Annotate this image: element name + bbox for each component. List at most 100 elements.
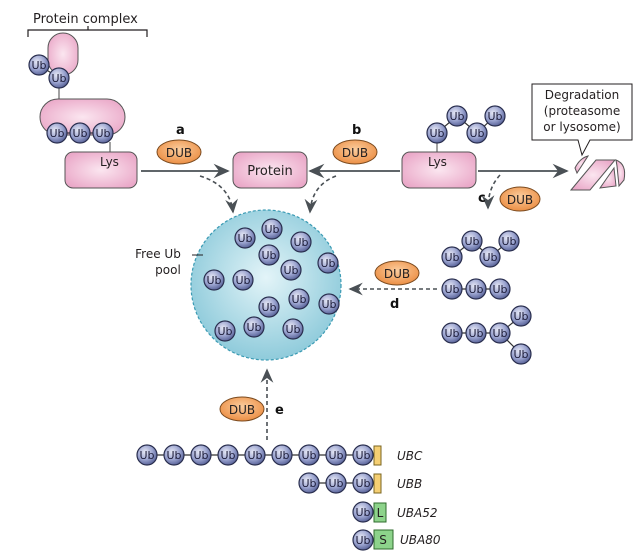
free-pool-label-1: Free Ub: [135, 247, 181, 261]
svg-text:Ub: Ub: [492, 283, 507, 296]
ub-branched-chain: Ub: [498, 230, 520, 252]
svg-text:Ub: Ub: [513, 310, 528, 323]
gene-ubiquitin-ubb: Ub: [352, 472, 374, 494]
ubiquitin: Ub: [510, 343, 532, 365]
degradation-label-2: (proteasome: [544, 104, 620, 118]
svg-text:Ub: Ub: [355, 534, 370, 547]
dashed-arrow-b: [304, 175, 337, 214]
svg-text:Ub: Ub: [261, 301, 276, 314]
uba80-tail: S: [373, 529, 394, 550]
svg-text:Ub: Ub: [217, 325, 232, 338]
ub-substrate-chain: Ub: [484, 105, 506, 127]
svg-text:Ub: Ub: [285, 323, 300, 336]
ub-complex-bottom: Ub: [46, 122, 68, 144]
step-label-c: c: [478, 191, 486, 206]
ub-substrate-chain: Ub: [466, 122, 488, 144]
svg-text:Ub: Ub: [444, 283, 459, 296]
dub-e: DUB: [219, 396, 265, 422]
svg-text:Ub: Ub: [95, 127, 110, 140]
free-ubiquitin: Ub: [258, 244, 280, 266]
ub-branched-chain: Ub: [461, 230, 483, 252]
svg-text:Ub: Ub: [261, 249, 276, 262]
free-ubiquitin: Ub: [214, 320, 236, 342]
ub-branched-chain: Ub: [441, 246, 463, 268]
free-ubiquitin: Ub: [243, 316, 265, 338]
svg-text:Ub: Ub: [283, 264, 298, 277]
gene-ubiquitin-ubc: Ub: [271, 444, 293, 466]
svg-text:Ub: Ub: [301, 477, 316, 490]
step-label-a: a: [176, 123, 185, 138]
svg-text:Ub: Ub: [355, 477, 370, 490]
svg-text:Ub: Ub: [429, 127, 444, 140]
protein-complex-bracket: [27, 26, 148, 37]
svg-text:Ub: Ub: [264, 223, 279, 236]
free-ubiquitin: Ub: [232, 269, 254, 291]
dub-d: DUB: [374, 260, 420, 286]
ub-substrate-chain: Ub: [446, 105, 468, 127]
gene-label-uba80: UBA80: [400, 533, 441, 547]
free-ubiquitin: Ub: [288, 288, 310, 310]
ubb-tail: [373, 473, 382, 494]
gene-ubiquitin-ubc: Ub: [352, 444, 374, 466]
svg-text:Ub: Ub: [293, 236, 308, 249]
svg-text:Ub: Ub: [246, 321, 261, 334]
free-ubiquitin: Ub: [282, 318, 304, 340]
svg-text:Ub: Ub: [139, 449, 154, 462]
degradation-label-1: Degradation: [545, 88, 619, 102]
gene-ubiquitin-ubb: Ub: [298, 472, 320, 494]
svg-text:Ub: Ub: [274, 449, 289, 462]
svg-text:Ub: Ub: [487, 110, 502, 123]
free-ubiquitin: Ub: [290, 231, 312, 253]
svg-text:Ub: Ub: [235, 274, 250, 287]
gene-ubiquitin-ubc: Ub: [217, 444, 239, 466]
svg-text:Ub: Ub: [444, 251, 459, 264]
ub-forked-chain: Ub: [465, 322, 487, 344]
dashed-arrow-c: [481, 174, 501, 210]
step-label-d: d: [390, 297, 399, 312]
gene-ubiquitin-ubc: Ub: [163, 444, 185, 466]
substrate-protein-right: [401, 151, 477, 189]
svg-text:S: S: [379, 533, 387, 547]
free-ubiquitin: Ub: [234, 227, 256, 249]
dub-b: DUB: [332, 139, 378, 165]
gene-ubiquitin-ubc: Ub: [325, 444, 347, 466]
svg-text:Ub: Ub: [513, 348, 528, 361]
uba52-tail: L: [373, 502, 387, 523]
free-ubiquitin: Ub: [317, 252, 339, 274]
svg-text:Ub: Ub: [31, 59, 46, 72]
svg-text:Ub: Ub: [355, 449, 370, 462]
ub-complex-bottom: Ub: [69, 122, 91, 144]
gene-ubiquitin-uba80: Ub: [352, 529, 374, 551]
svg-text:Ub: Ub: [444, 327, 459, 340]
gene-ubiquitin-ubc: Ub: [136, 444, 158, 466]
ub-linear-chain: Ub: [441, 278, 463, 300]
gene-ubiquitin-ubb: Ub: [325, 472, 347, 494]
svg-text:Ub: Ub: [464, 235, 479, 248]
svg-text:Ub: Ub: [321, 298, 336, 311]
free-ubiquitin: Ub: [203, 269, 225, 291]
gene-ubiquitin-ubc: Ub: [298, 444, 320, 466]
svg-text:DUB: DUB: [342, 146, 368, 160]
ub-forked-chain: Ub: [489, 322, 511, 344]
ub-linear-chain: Ub: [489, 278, 511, 300]
protein-box: [232, 151, 308, 189]
ub-complex-top: Ub: [28, 54, 50, 76]
ub-substrate-chain: Ub: [426, 122, 448, 144]
svg-text:Ub: Ub: [492, 327, 507, 340]
svg-text:Ub: Ub: [51, 72, 66, 85]
gene-label-ubc: UBC: [397, 449, 423, 463]
svg-text:Ub: Ub: [320, 257, 335, 270]
svg-text:Ub: Ub: [206, 274, 221, 287]
ub-linear-chain: Ub: [465, 278, 487, 300]
svg-text:Ub: Ub: [469, 127, 484, 140]
svg-text:DUB: DUB: [507, 193, 533, 207]
svg-text:DUB: DUB: [166, 146, 192, 160]
svg-text:DUB: DUB: [384, 267, 410, 281]
protein-label: Protein: [247, 164, 293, 179]
degraded-protein-fragments: [569, 155, 626, 191]
svg-text:Ub: Ub: [301, 449, 316, 462]
svg-text:Ub: Ub: [291, 293, 306, 306]
protein-complex-label: Protein complex: [33, 12, 138, 27]
